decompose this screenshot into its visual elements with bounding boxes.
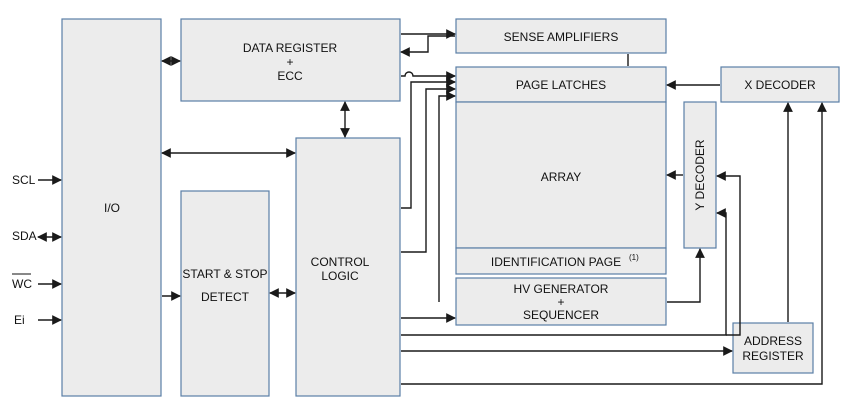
ecc-label: ECC: [277, 69, 303, 83]
io-block: I/O: [61, 18, 162, 397]
control-to-x-decoder: [401, 102, 827, 385]
sense-amplifiers-label: SENSE AMPLIFIERS: [504, 30, 619, 44]
page-latches-label: PAGE LATCHES: [516, 78, 606, 92]
array-label: ARRAY: [541, 170, 581, 184]
address-label: ADDRESS: [744, 334, 802, 348]
control-label: CONTROL: [311, 255, 370, 269]
data-register-label: DATA REGISTER: [243, 41, 338, 55]
data-register-to-page-latches: [401, 71, 456, 81]
control-to-y-decoder-1: [401, 208, 727, 336]
hv-to-y-decoder: [667, 248, 705, 303]
identification-page-note: (1): [629, 253, 639, 262]
pin-scl: SCL: [12, 173, 62, 187]
pin-ei: Ei: [14, 313, 62, 327]
identification-page-label: IDENTIFICATION PAGE: [491, 255, 621, 269]
pin-ei-label: Ei: [14, 313, 25, 327]
pin-wc: WC: [12, 273, 62, 291]
io-label: I/O: [104, 201, 120, 215]
detect-label: DETECT: [201, 290, 250, 304]
pin-sda-label: SDA: [12, 229, 37, 243]
hv-generator-label: HV GENERATOR: [514, 282, 609, 296]
register-label: REGISTER: [742, 349, 804, 363]
pin-sda: SDA: [12, 229, 62, 243]
x-decoder-label: X DECODER: [744, 78, 816, 92]
pin-scl-label: SCL: [12, 173, 36, 187]
array-block: ARRAY: [455, 101, 667, 249]
control-logic-block: CONTROL LOGIC: [295, 137, 401, 397]
address-register-block: ADDRESS REGISTER: [732, 322, 814, 374]
y-decoder-label: Y DECODER: [693, 139, 707, 210]
pin-wc-label: WC: [12, 277, 32, 291]
hv-to-page-latches: [438, 91, 456, 302]
data-register-plus: +: [286, 55, 293, 69]
page-latches-block: PAGE LATCHES: [455, 66, 667, 103]
control-to-page-latches-2: [401, 84, 456, 253]
x-decoder-block: X DECODER: [720, 66, 840, 103]
sense-amplifiers-to-data-register: [400, 35, 455, 57]
hv-generator-plus: +: [557, 295, 564, 309]
sequencer-label: SEQUENCER: [523, 308, 599, 322]
start-stop-label: START & STOP: [182, 267, 267, 281]
hv-generator-block: HV GENERATOR + SEQUENCER: [455, 277, 667, 326]
start-stop-detect-block: START & STOP DETECT: [180, 190, 270, 397]
y-decoder-block: Y DECODER: [683, 101, 717, 249]
logic-label: LOGIC: [321, 269, 359, 283]
sense-amplifiers-block: SENSE AMPLIFIERS: [455, 18, 667, 54]
control-to-page-latches-1: [401, 77, 456, 209]
identification-page-block: IDENTIFICATION PAGE (1): [455, 247, 667, 275]
data-register-block: DATA REGISTER + ECC: [180, 18, 401, 102]
control-to-y-decoder-2: [716, 171, 741, 336]
